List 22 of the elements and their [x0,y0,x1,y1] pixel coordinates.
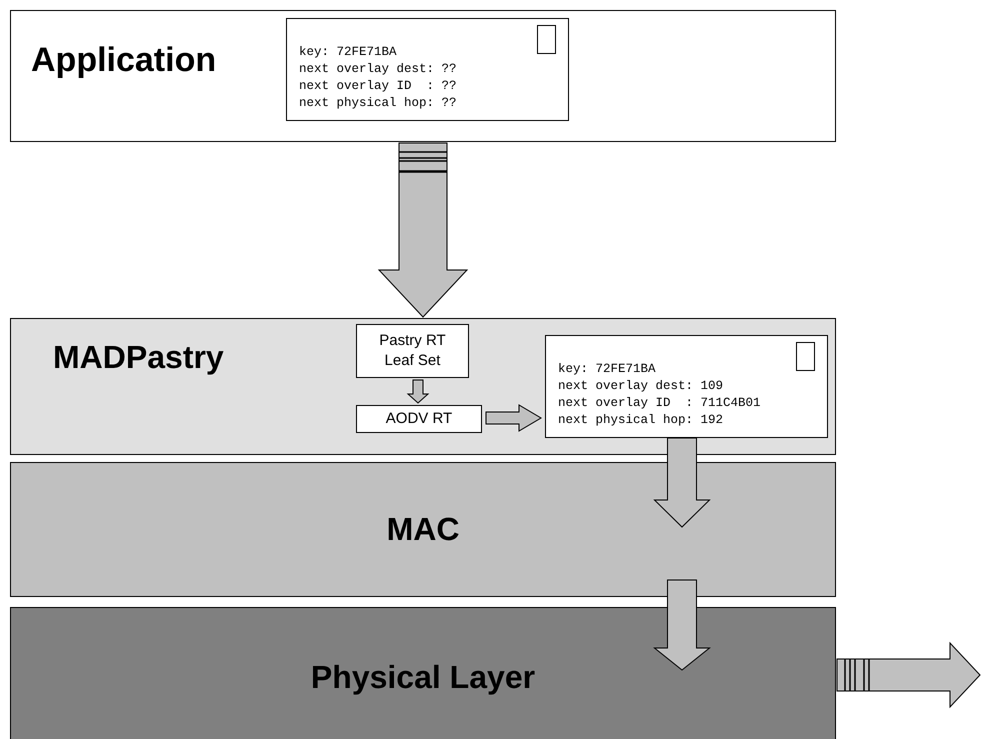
layer-label: Physical Layer [310,658,536,696]
packet-field-text: next physical hop: 192 [558,412,724,429]
packet-box [545,335,828,438]
table-box [356,405,482,433]
table-box [356,324,469,378]
layer-box [10,10,836,142]
packet-box [286,18,569,121]
packet-field-text: next overlay ID : ?? [299,78,457,95]
packet-field-text: key: 72FE71BA [299,44,397,61]
packet-field-text: next physical hop: ?? [299,95,457,112]
layer-label: MADPastry [53,339,224,376]
box-label: AODV RT [384,409,454,429]
packet-field-text: next overlay ID : 711C4B01 [558,395,761,412]
layer-label: Application [31,41,216,80]
packet-field-text: key: 72FE71BA [558,361,656,378]
layer-box [10,607,836,739]
box-label: Pastry RT Leaf Set [378,331,447,371]
layer-label: MAC [386,511,460,548]
packet-field-text: next overlay dest: 109 [558,378,724,395]
packet-field-text: next overlay dest: ?? [299,61,457,78]
layer-box [10,318,836,455]
layer-box [10,462,836,597]
